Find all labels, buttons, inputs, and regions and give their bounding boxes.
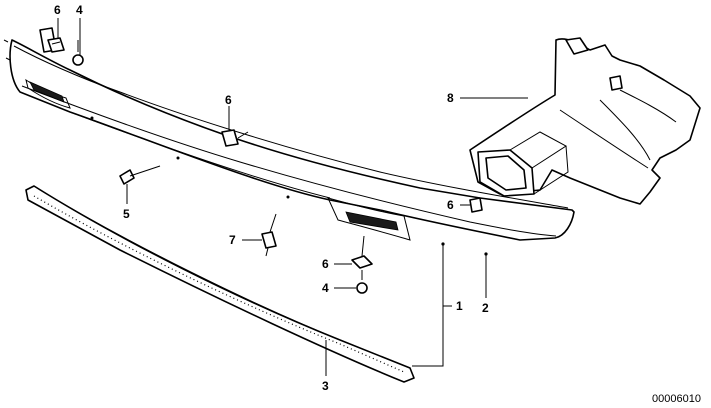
bumper-body bbox=[3, 27, 575, 256]
screw-part-4-bottom bbox=[356, 270, 368, 294]
diagram-code: 00006010 bbox=[652, 393, 701, 405]
air-duct-bracket bbox=[469, 37, 701, 205]
nut-plate-part-6-bottom bbox=[351, 235, 373, 269]
trim-strip bbox=[25, 185, 415, 383]
callout-4-top: 4 bbox=[76, 3, 83, 17]
callout-6-bottom: 6 bbox=[322, 257, 329, 271]
callout-6-right: 6 bbox=[447, 198, 454, 212]
callout-3: 3 bbox=[322, 379, 329, 393]
callout-8: 8 bbox=[447, 91, 454, 105]
clip-part-6-top bbox=[47, 37, 65, 53]
clip-part-7 bbox=[261, 213, 277, 257]
screw-part-5 bbox=[119, 165, 161, 185]
callout-4-bottom: 4 bbox=[322, 281, 329, 295]
callout-5: 5 bbox=[123, 207, 130, 221]
leader-lines bbox=[57, 18, 528, 376]
callout-7: 7 bbox=[229, 233, 236, 247]
screw-part-4-top bbox=[72, 40, 84, 66]
callout-1: 1 bbox=[456, 299, 463, 313]
clip-part-6-center bbox=[221, 129, 249, 147]
callout-6-center: 6 bbox=[225, 93, 232, 107]
clip-part-6-right bbox=[469, 197, 483, 213]
callout-2: 2 bbox=[482, 301, 489, 315]
callout-6-top: 6 bbox=[54, 3, 61, 17]
